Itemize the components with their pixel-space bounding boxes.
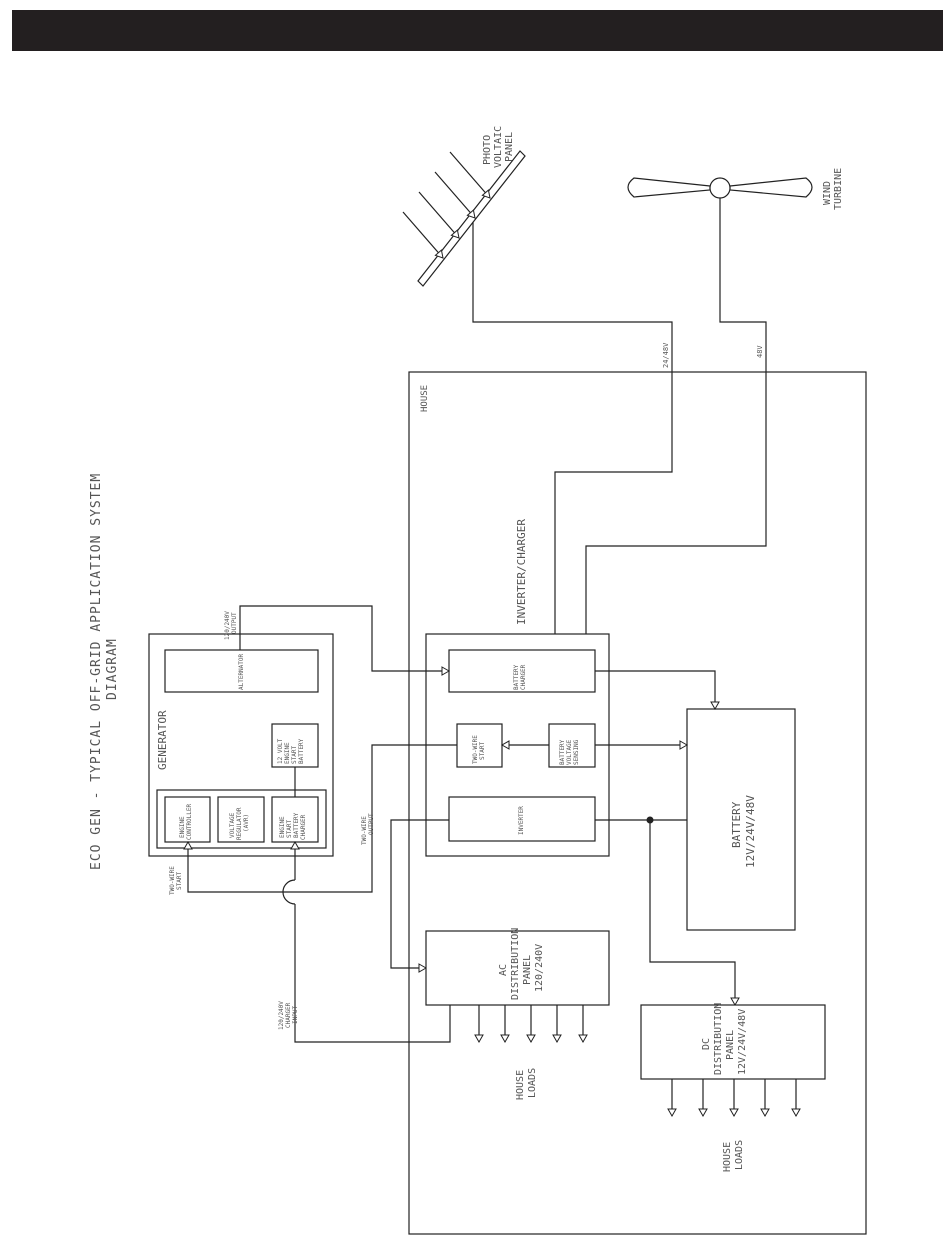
pv-label-1: PHOTO <box>482 135 493 165</box>
pv-label-2: VOLTAIC <box>493 126 504 168</box>
engine-controller-box <box>164 796 211 843</box>
dc-house-loads-label-1: HOUSE <box>722 1142 733 1172</box>
dc-distribution-panel <box>640 1004 826 1080</box>
start-battery-label-2: ENGINE <box>284 742 291 764</box>
voltage-regulator-box <box>217 796 265 843</box>
start-battery-label-3: START <box>291 746 298 764</box>
charger-to-battery-wire <box>595 670 720 711</box>
start-battery-box <box>271 723 319 768</box>
start-battery-label-1: 12 VOLT <box>277 738 284 764</box>
start-battery-label-4: BATTERY <box>298 738 305 764</box>
battery-charger-box <box>448 649 596 693</box>
engine-charger-label-3: BATTERY <box>293 812 300 838</box>
two-wire-start-label-2: START <box>479 742 486 760</box>
charger-input-label-3: INPUT <box>292 1006 299 1024</box>
dc-panel-label-2: DISTRIBUTION <box>713 1003 724 1075</box>
header-bar <box>12 10 943 51</box>
engine-charger-label-2: START <box>286 820 293 838</box>
voltage-regulator-label-2: REGULATOR <box>236 807 243 840</box>
pv-voltage-label: 24/48V <box>662 342 670 368</box>
pv-label-3: PANEL <box>504 132 515 162</box>
dc-house-load-arrows <box>667 1079 801 1118</box>
wind-label-2: TURBINE <box>833 168 844 210</box>
gen-output-label-2: OUTPUT <box>231 612 238 634</box>
battery-charger-label-2: CHARGER <box>520 664 527 690</box>
wind-label-1: WIND <box>822 181 833 205</box>
charger-input-label-1: 120/240V <box>278 1001 285 1030</box>
battery-to-dc-panel-wire <box>649 820 740 1007</box>
wind-voltage-label: 48V <box>756 345 764 358</box>
generator-output-wire <box>239 605 451 676</box>
ac-panel-label-1: AC <box>498 964 509 976</box>
ac-house-loads-label-1: HOUSE <box>515 1070 526 1100</box>
dc-house-loads-label-2: LOADS <box>734 1140 745 1170</box>
battery-sensing-label-2: VOLTAGE <box>566 739 573 765</box>
dc-panel-label-1: DC <box>701 1038 712 1050</box>
pv-wire <box>472 222 673 652</box>
house-boundary <box>408 371 867 1235</box>
ac-panel-label-3: PANEL <box>522 955 533 985</box>
photovoltaic-panel <box>402 150 526 287</box>
ac-panel-label-2: DISTRIBUTION <box>510 928 521 1000</box>
ac-house-loads-label-2: LOADS <box>527 1068 538 1098</box>
ac-panel-label-4: 120/240V <box>534 944 545 992</box>
ac-distribution-panel <box>425 930 610 1006</box>
engine-module-enclosure <box>156 789 327 849</box>
charger-input-wire-lower <box>294 904 451 1043</box>
alternator-label: ALTERNATOR <box>238 653 245 690</box>
dc-panel-label-3: PANEL <box>725 1030 736 1060</box>
battery-sensing-label-3: SENSING <box>573 739 580 765</box>
house-label: HOUSE <box>420 385 430 412</box>
generator-label: GENERATOR <box>156 710 169 770</box>
wire-crossover-hop <box>282 879 296 905</box>
two-wire-output-label-1: TWO-WIRE <box>361 816 368 845</box>
ac-house-load-arrows <box>474 1005 588 1044</box>
alternator-box <box>164 649 319 693</box>
voltage-regulator-label-1: VOLTAGE <box>229 812 236 838</box>
inverter-box <box>448 796 596 842</box>
two-wire-start-label-1: TWO-WIRE <box>472 735 479 764</box>
engine-charger-label-1: ENGINE <box>279 816 286 838</box>
engine-controller-label-1: ENGINE <box>179 816 186 838</box>
engine-charger-label-4: CHARGER <box>300 814 307 840</box>
wind-turbine <box>627 177 813 199</box>
gen-output-label-1: 120/240V <box>224 611 231 640</box>
battery-charger-label-1: BATTERY <box>513 664 520 690</box>
diagram-title: ECO GEN - TYPICAL OFF-GRID APPLICATION S… <box>89 473 104 870</box>
engine-controller-label-2: CONTROLLER <box>186 803 193 840</box>
two-wire-output-label-2: OUTPUT <box>368 813 375 835</box>
two-wire-start-wire <box>183 744 457 893</box>
diagram-title-line2: DIAGRAM <box>105 638 120 700</box>
inverter-charger-label: INVERTER/CHARGER <box>515 519 528 625</box>
inverter-to-ac-panel-wire <box>390 819 449 973</box>
inverter-label: INVERTER <box>518 806 525 835</box>
battery-sensing-label-1: BATTERY <box>559 739 566 765</box>
dc-panel-label-4: 12V/24V/48V <box>737 1009 748 1075</box>
two-wire-start-gen-label-1: TWO-WIRE <box>169 866 176 895</box>
voltage-regulator-label-3: (AVR) <box>243 814 250 832</box>
battery-label: BATTERY <box>730 801 743 848</box>
battery-box <box>686 708 796 931</box>
battery-voltage-label: 12V/24V/48V <box>744 795 757 868</box>
two-wire-start-gen-label-2: START <box>176 872 183 890</box>
charger-input-label-2: CHARGER <box>285 1002 292 1028</box>
wind-wire <box>581 198 767 652</box>
